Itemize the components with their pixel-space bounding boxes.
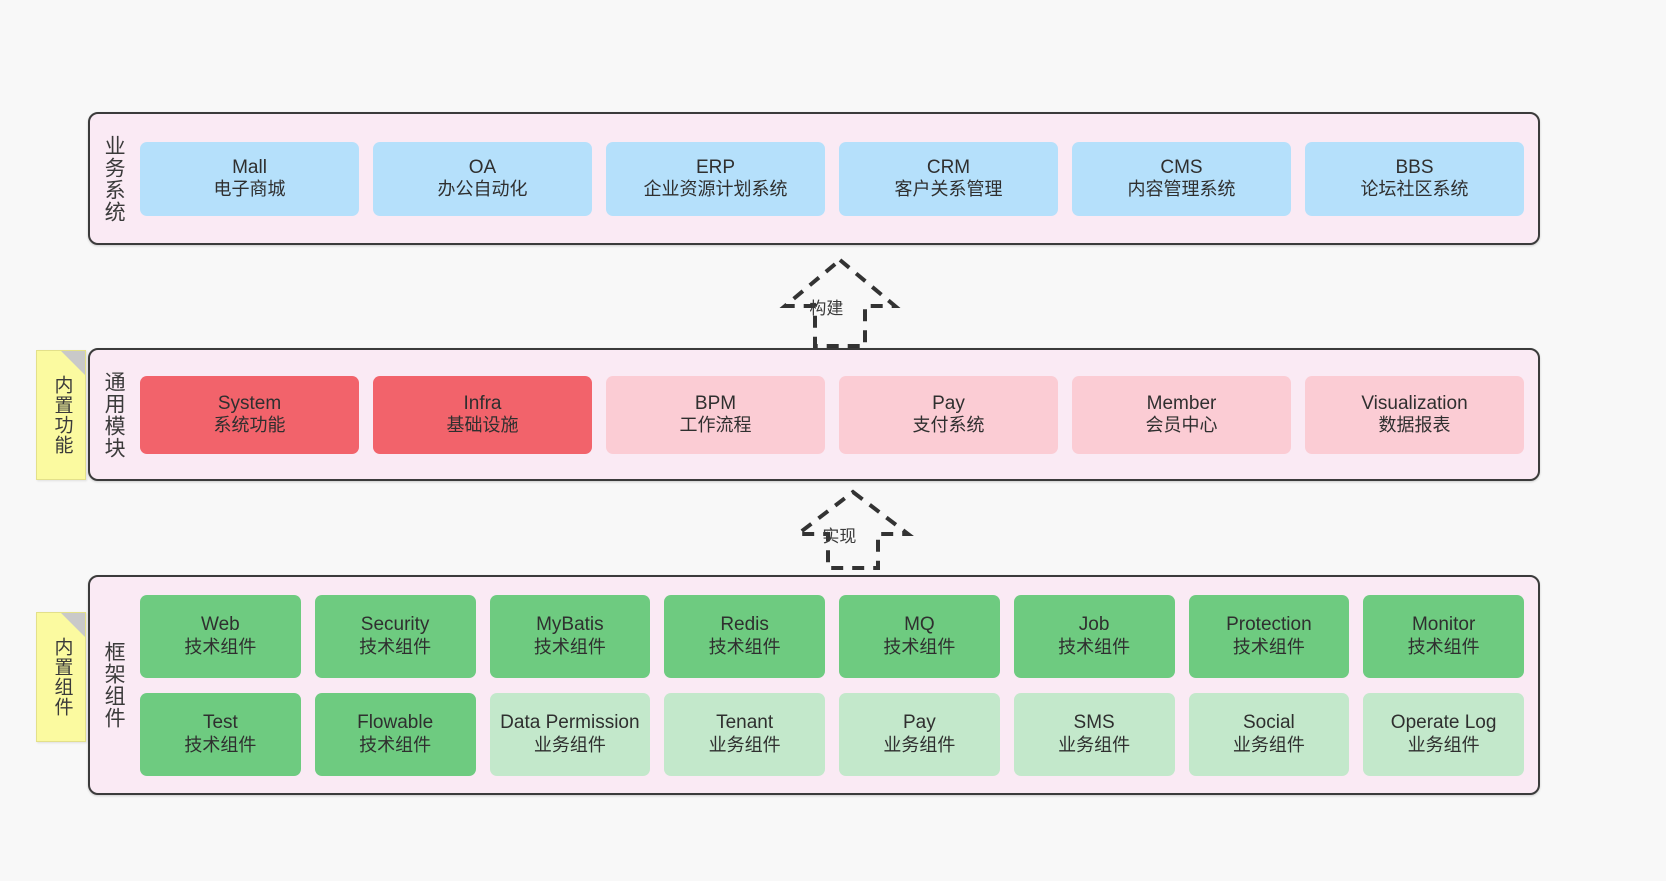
- cell-title-en: OA: [468, 156, 497, 178]
- cell-title-en: Mall: [232, 156, 267, 178]
- cell-title-cn: 业务组件: [533, 734, 606, 755]
- cell-title-en: System: [217, 392, 282, 414]
- sticky-note-builtin-features: 内置功能: [36, 350, 86, 480]
- arrow-build: 构建: [755, 256, 925, 348]
- cell-title-en: Pay: [903, 712, 936, 734]
- layer-title-business-system: 业务系统: [102, 134, 126, 223]
- cell-title-cn: 技术组件: [533, 636, 606, 657]
- cell-title-cn: 技术组件: [1058, 636, 1131, 657]
- cell-title-en: CRM: [926, 156, 971, 178]
- cell-title-cn: 数据报表: [1378, 415, 1451, 436]
- cell-title-cn: 支付系统: [912, 415, 985, 436]
- cell-title-cn: 系统功能: [213, 415, 286, 436]
- cell-title-cn: 电子商城: [213, 179, 286, 200]
- cell-title-cn: 技术组件: [1407, 636, 1480, 657]
- cell-title-cn: 技术组件: [184, 636, 257, 657]
- cell-title-en: Tenant: [716, 712, 774, 734]
- cell-title-cn: 技术组件: [883, 636, 956, 657]
- cell-title-en: Member: [1146, 392, 1217, 414]
- arrow-build-label: 构建: [809, 299, 844, 318]
- cell-title-cn: 技术组件: [708, 636, 781, 657]
- cell-title-cn: 企业资源计划系统: [643, 179, 788, 200]
- sticky-note-builtin-components: 内置组件: [36, 612, 86, 742]
- cell-title-cn: 业务组件: [883, 734, 956, 755]
- cell-title-en: Infra: [463, 392, 502, 414]
- cell-title-en: Monitor: [1411, 614, 1476, 636]
- cell-title-cn: 技术组件: [1232, 636, 1305, 657]
- cell-title-cn: 业务组件: [1407, 734, 1480, 755]
- cell-title-en: Redis: [720, 614, 769, 636]
- cell-title-cn: 技术组件: [359, 636, 432, 657]
- layer-title-common-module: 通用模块: [102, 370, 126, 459]
- cell-title-en: Social: [1243, 712, 1295, 734]
- cell-title-en: Flowable: [357, 712, 434, 734]
- cell-title-en: Web: [201, 614, 240, 636]
- cell-title-en: CMS: [1160, 156, 1203, 178]
- cell-title-en: Pay: [932, 392, 965, 414]
- cell-title-cn: 技术组件: [184, 734, 257, 755]
- cell-title-cn: 工作流程: [679, 415, 752, 436]
- cell-title-cn: 客户关系管理: [894, 179, 1003, 200]
- cell-title-cn: 技术组件: [359, 734, 432, 755]
- cell-title-cn: 基础设施: [446, 415, 519, 436]
- layer-title-framework-component: 框架组件: [102, 641, 126, 729]
- cell-title-cn: 内容管理系统: [1127, 179, 1236, 200]
- cell-title-en: Security: [360, 614, 430, 636]
- cell-title-cn: 业务组件: [1232, 734, 1305, 755]
- arrow-implement: 实现: [768, 488, 938, 570]
- cell-title-cn: 办公自动化: [437, 179, 528, 200]
- cell-title-en: Protection: [1226, 614, 1312, 636]
- cell-title-en: ERP: [695, 156, 736, 178]
- cell-title-cn: 会员中心: [1145, 415, 1218, 436]
- arrow-implement-label: 实现: [822, 527, 857, 546]
- cell-title-en: BPM: [694, 392, 737, 414]
- cell-title-en: Operate Log: [1390, 712, 1497, 734]
- cell-title-en: Data Permission: [500, 712, 640, 734]
- cell-title-cn: 业务组件: [1058, 734, 1131, 755]
- cell-title-cn: 论坛社区系统: [1360, 179, 1469, 200]
- cell-title-en: BBS: [1395, 156, 1434, 178]
- cell-title-en: SMS: [1073, 712, 1115, 734]
- cell-title-en: MyBatis: [536, 614, 604, 636]
- cell-title-en: MQ: [904, 614, 935, 636]
- cell-title-cn: 业务组件: [708, 734, 781, 755]
- cell-title-en: Job: [1078, 614, 1110, 636]
- cell-title-en: Test: [202, 712, 238, 734]
- cell-title-en: Visualization: [1361, 392, 1468, 414]
